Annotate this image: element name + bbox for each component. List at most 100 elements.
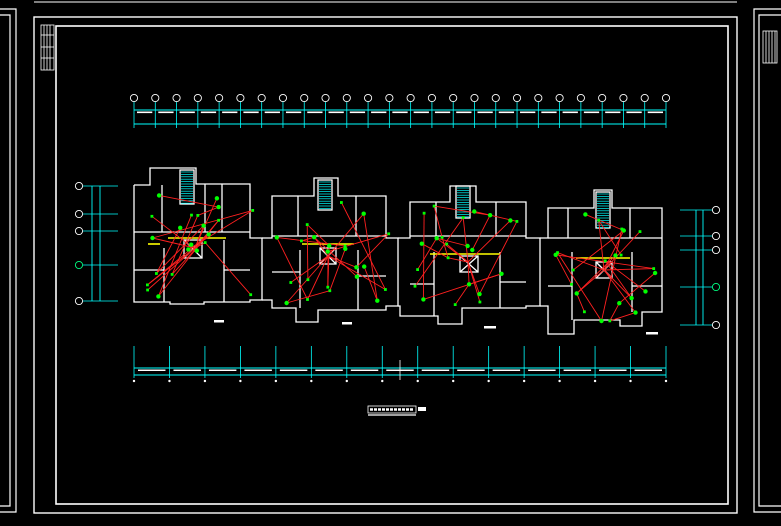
wire-run xyxy=(414,217,464,287)
wire-run xyxy=(363,213,378,301)
axis-bubble xyxy=(129,93,139,103)
wire-run xyxy=(156,227,181,274)
light-fixture xyxy=(216,204,221,210)
axis-bubble xyxy=(74,181,84,191)
wire-run xyxy=(327,213,365,257)
outlet-symbol xyxy=(461,216,465,219)
wire-run xyxy=(194,242,206,249)
wire-run xyxy=(276,236,346,247)
outlet-symbol xyxy=(305,223,309,226)
light-fixture xyxy=(421,297,426,302)
dimension-node xyxy=(416,379,419,383)
wire-run xyxy=(603,269,632,299)
electrical-devices xyxy=(146,193,658,324)
dimension-node xyxy=(274,379,278,383)
light-fixture xyxy=(613,253,618,258)
wire-run xyxy=(197,206,219,216)
dimension-text xyxy=(307,111,323,114)
wire-run xyxy=(603,268,654,271)
dimension-text xyxy=(498,111,515,114)
outlet-symbol xyxy=(445,242,449,246)
light-fixture xyxy=(465,243,470,249)
light-fixture xyxy=(487,213,493,218)
wire-run xyxy=(467,261,470,285)
axis-bubble xyxy=(215,93,224,103)
dimension-text xyxy=(328,111,344,114)
wire-run xyxy=(327,233,389,253)
drawing-title xyxy=(367,405,426,416)
wire-run xyxy=(194,225,205,249)
left-neighbor-sheet xyxy=(0,8,17,513)
light-fixture xyxy=(274,235,279,240)
electrical-wiring xyxy=(147,194,656,322)
wire-run xyxy=(306,224,309,280)
wire-run xyxy=(307,255,329,300)
wire-run xyxy=(313,236,329,257)
outlet-symbol xyxy=(170,273,174,276)
axis-bubble xyxy=(711,320,721,330)
wire-run xyxy=(434,205,491,216)
dimension-text xyxy=(200,111,217,114)
axis-bubble xyxy=(172,93,181,103)
dimension-node xyxy=(310,379,313,383)
outlet-symbol xyxy=(328,289,332,293)
outlet-symbol xyxy=(190,213,193,217)
wire-run xyxy=(421,243,449,259)
wire-run xyxy=(454,284,470,305)
wire-run xyxy=(585,213,624,231)
dimension-text xyxy=(285,111,302,114)
wire-run xyxy=(619,272,656,304)
axis-bubble xyxy=(364,93,373,103)
dimension-node xyxy=(381,379,384,383)
light-fixture xyxy=(643,289,648,294)
outlet-symbol xyxy=(155,272,158,275)
outlet-symbol xyxy=(515,220,519,223)
axis-bubble xyxy=(74,296,84,306)
light-fixture xyxy=(434,236,439,241)
axis-bubble xyxy=(257,93,266,103)
light-fixture xyxy=(574,291,579,296)
wire-run xyxy=(441,237,449,258)
axis-bubble xyxy=(640,93,649,103)
wire-run xyxy=(471,214,491,251)
axis-bubble xyxy=(74,260,84,270)
light-fixture xyxy=(472,209,477,214)
outlet-symbol xyxy=(571,268,575,272)
wire-run xyxy=(433,205,443,238)
axis-bubble xyxy=(321,93,330,103)
sheet-inner-frame xyxy=(55,25,729,505)
dimension-text xyxy=(137,111,153,114)
top-axis-grid xyxy=(129,93,671,128)
light-fixture xyxy=(312,235,317,240)
wire-run xyxy=(356,233,390,268)
dimension-text xyxy=(456,111,472,114)
light-fixture xyxy=(652,270,658,276)
dimension-text xyxy=(605,111,621,114)
wire-run xyxy=(604,260,632,299)
light-fixture xyxy=(284,300,289,306)
dimension-text xyxy=(626,111,642,114)
wire-run xyxy=(204,242,252,295)
wire-run xyxy=(436,237,469,263)
outlet-symbol xyxy=(326,285,330,289)
outlet-symbol xyxy=(620,227,624,231)
light-fixture xyxy=(508,218,513,223)
wire-run xyxy=(423,273,502,300)
dimension-text xyxy=(349,111,366,114)
light-fixture xyxy=(186,247,191,252)
axis-bubble xyxy=(512,93,522,103)
wire-run xyxy=(276,237,308,300)
axis-bubble xyxy=(74,226,84,236)
light-fixture xyxy=(327,243,332,248)
outlet-symbol xyxy=(446,256,450,260)
light-fixture xyxy=(354,274,360,279)
axis-bubble xyxy=(151,93,160,103)
dimension-node xyxy=(345,379,348,383)
right-neighbor-title-block xyxy=(762,30,778,64)
axis-bubble xyxy=(406,93,415,103)
light-fixture xyxy=(633,310,638,315)
wire-run xyxy=(555,254,572,285)
wire-run xyxy=(329,248,346,291)
dimension-text xyxy=(264,111,280,114)
dimension-text xyxy=(158,111,174,114)
